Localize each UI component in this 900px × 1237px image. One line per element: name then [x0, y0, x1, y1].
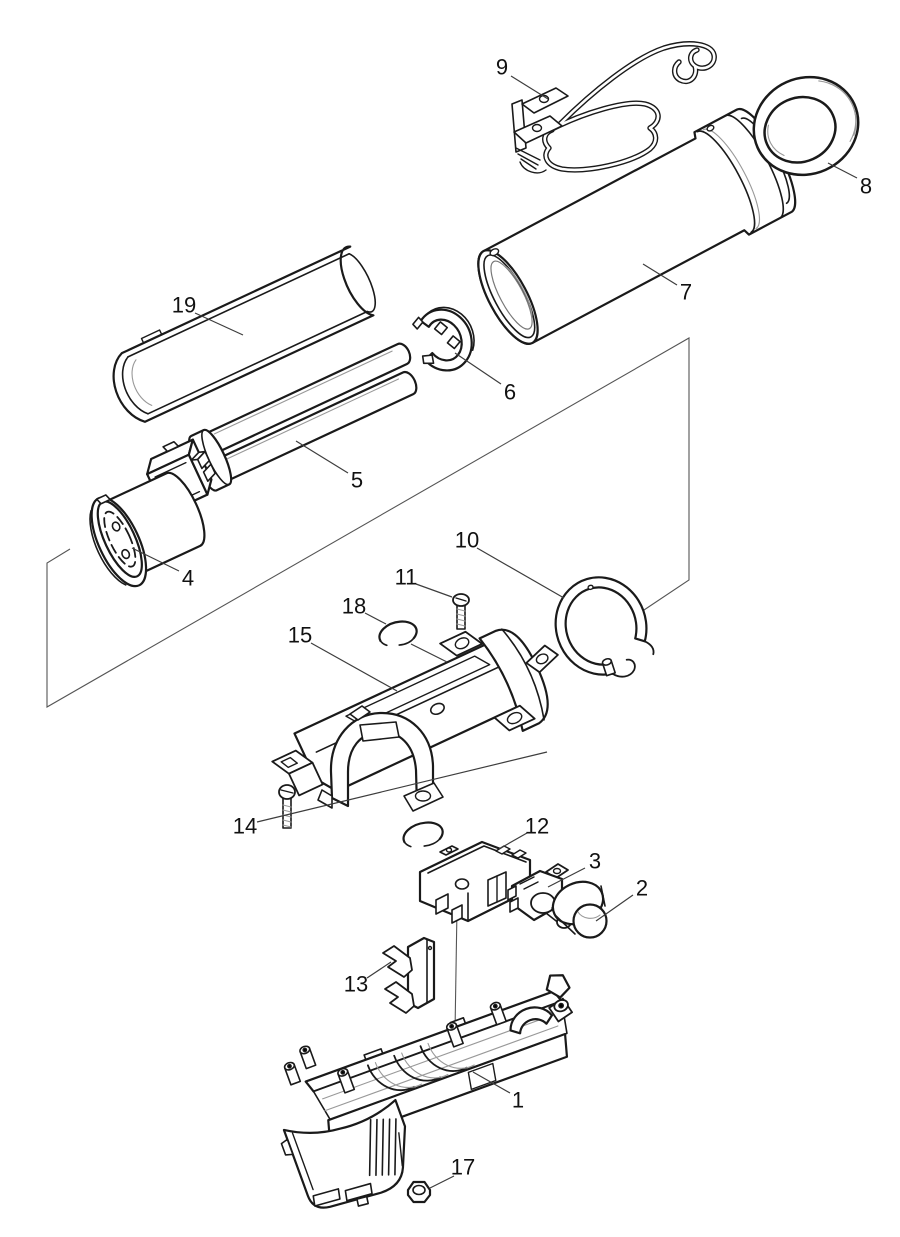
part-label-4: 4: [182, 566, 194, 591]
part-13-contact-clip: [382, 936, 436, 1014]
part-2-button-cap: [551, 880, 608, 939]
leader-line-3: [547, 867, 586, 888]
leader-line-7: [642, 263, 678, 286]
part-label-2: 2: [636, 876, 648, 901]
part-label-5: 5: [351, 468, 363, 493]
part-10-c-ring: [554, 576, 655, 678]
part-label-15: 15: [288, 623, 312, 648]
leader-line-2: [595, 894, 634, 922]
leader-line-18: [410, 643, 448, 663]
part-label-6: 6: [504, 380, 516, 405]
part-14-screw: [278, 784, 296, 829]
screw-post: [489, 1001, 507, 1026]
screw-post: [299, 1045, 317, 1070]
part-label-9: 9: [496, 55, 508, 80]
part-12-switch-cover: [418, 840, 532, 924]
screw-post: [445, 1021, 464, 1048]
leader-line-8: [827, 162, 858, 179]
part-1-lower-housing: [280, 974, 573, 1209]
battery-box: [282, 1098, 407, 1209]
part-4-lamp-socket: [89, 471, 206, 588]
leader-line-1: [472, 1071, 511, 1094]
part-18-split-ring: [378, 620, 418, 647]
hanger-clamp: [511, 87, 569, 174]
part-label-8: 8: [860, 174, 872, 199]
leader-line-13: [366, 961, 392, 979]
screw-post: [337, 1067, 356, 1094]
leader-line-12: [498, 832, 528, 850]
part-label-7: 7: [680, 280, 692, 305]
part-label-10: 10: [455, 528, 479, 553]
leader-line-6: [454, 352, 502, 385]
assembly-plane-lines: [46, 337, 690, 1033]
part-label-18: 18: [342, 594, 366, 619]
screw-post: [283, 1061, 302, 1086]
part-11-screw: [452, 593, 470, 630]
part-label-11: 11: [395, 565, 418, 590]
leader-line-11: [415, 583, 453, 598]
part-17-hex-nut: [406, 1180, 432, 1204]
part-18-split-ring-lower: [402, 821, 444, 848]
part-7-barrel-tube: [477, 107, 797, 345]
part-8-bezel-ring: [752, 75, 860, 177]
part-label-12: 12: [525, 814, 549, 839]
leader-line-18: [364, 612, 387, 625]
part-label-1: 1: [512, 1088, 524, 1113]
part-15-upper-housing: [271, 628, 559, 812]
leader-line-15: [310, 642, 398, 692]
leader-line-9: [510, 75, 549, 100]
leader-line-10: [476, 547, 565, 599]
part-label-19: 19: [172, 293, 196, 318]
part-label-14: 14: [233, 814, 257, 839]
part-19-half-shell: [112, 245, 377, 423]
leader-line-14: [256, 751, 548, 823]
rim-hole: [489, 248, 500, 257]
leader-line-4: [131, 547, 180, 572]
part-6-holder-clip: [412, 306, 475, 372]
part-label-17: 17: [451, 1155, 475, 1180]
callout-layer: 9 8 7 19 6 5 4 10 11 18 15 14 12 3 2 13 1 17: [131, 55, 872, 1189]
assembly-plane-outline: [46, 337, 690, 708]
part-label-3: 3: [589, 849, 601, 874]
centerline: [454, 907, 458, 1033]
part-9-hanger-wire: [511, 41, 717, 174]
leader-line-19: [194, 312, 244, 336]
leader-line-17: [429, 1175, 455, 1189]
part-label-13: 13: [344, 972, 368, 997]
leader-line-5: [295, 440, 349, 474]
